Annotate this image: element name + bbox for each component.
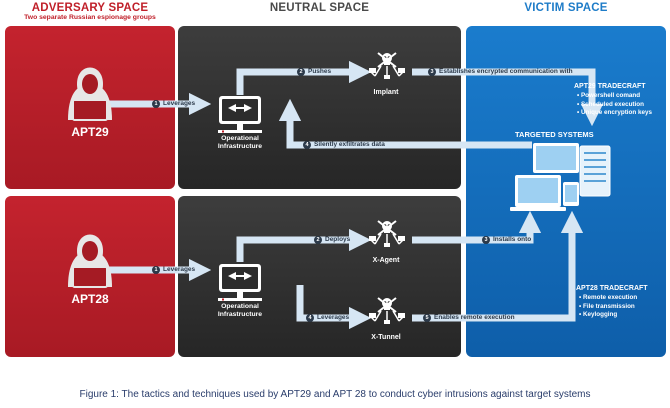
apt28-label: APT28 bbox=[71, 292, 109, 306]
step-number: 2 bbox=[299, 69, 303, 75]
step-number: 5 bbox=[425, 315, 429, 321]
step4-bottom-label: Leverages bbox=[317, 314, 350, 321]
step-number: 3 bbox=[484, 237, 488, 243]
step-number: 1 bbox=[154, 267, 158, 273]
neutral-space-header: NEUTRAL SPACE bbox=[269, 2, 370, 14]
targeted-systems-icon bbox=[510, 143, 611, 211]
tradecraft-item: Scheduled execution bbox=[577, 101, 652, 110]
figure-caption: Figure 1: The tactics and techniques use… bbox=[79, 389, 591, 400]
step-number: 2 bbox=[316, 237, 320, 243]
apt29-label: APT29 bbox=[71, 125, 109, 139]
operational-infrastructure-bottom-icon bbox=[217, 263, 263, 302]
arrow-top-pushes bbox=[236, 60, 372, 95]
step-number: 3 bbox=[430, 69, 434, 75]
infrastructure-top-label: Operational Infrastructure bbox=[217, 135, 263, 150]
tradecraft-item: Keylogging bbox=[579, 311, 637, 320]
step3-bottom-label: Installs onto bbox=[493, 236, 532, 243]
arrow-top-establishes bbox=[412, 68, 604, 127]
step-number: 1 bbox=[154, 101, 158, 107]
x-tunnel-label: X-Tunnel bbox=[371, 334, 401, 341]
targeted-systems-label: TARGETED SYSTEMS bbox=[515, 130, 594, 139]
x-agent-skull-icon bbox=[368, 220, 406, 248]
arrow-top-exfiltrates bbox=[278, 98, 532, 149]
step-number: 4 bbox=[305, 142, 309, 148]
step2-top-label: Pushes bbox=[308, 68, 332, 75]
apt29-tradecraft-title: APT29 TRADECRAFT bbox=[574, 83, 646, 90]
step1-top-label: Leverages bbox=[163, 100, 196, 107]
implant-label: Implant bbox=[373, 89, 399, 96]
tradecraft-item: File transmission bbox=[579, 303, 637, 312]
hacker-apt28-icon bbox=[67, 233, 113, 288]
step3-top-label: Establishes encrypted communication with bbox=[439, 68, 573, 75]
apt28-tradecraft-title: APT28 TRADECRAFT bbox=[576, 285, 648, 292]
hacker-apt29-icon bbox=[67, 66, 113, 121]
step4-top-label: Silently exfiltrates data bbox=[314, 141, 385, 148]
tradecraft-item: Unique encryption keys bbox=[577, 109, 652, 118]
apt29-tradecraft-list: Powershell comand Scheduled execution Un… bbox=[577, 92, 652, 118]
operational-infrastructure-top-icon bbox=[217, 95, 263, 134]
arrow-bottom-leverages-tunnel bbox=[296, 285, 372, 330]
step2-bottom-label: Deploys bbox=[325, 236, 351, 243]
x-tunnel-skull-icon bbox=[368, 297, 406, 325]
step-number: 4 bbox=[308, 315, 312, 321]
step5-bottom-label: Enables remote execution bbox=[434, 314, 515, 321]
adversary-space-subtitle: Two separate Russian espionage groups bbox=[24, 14, 156, 21]
infrastructure-bottom-label: Operational Infrastructure bbox=[217, 303, 263, 318]
arrow-bottom-installs bbox=[412, 210, 542, 244]
implant-skull-icon bbox=[368, 52, 406, 80]
x-agent-label: X-Agent bbox=[372, 257, 400, 264]
arrow-bottom-remote-exec bbox=[412, 210, 584, 322]
adversary-space-header: ADVERSARY SPACE bbox=[31, 2, 149, 14]
arrow-bottom-deploys bbox=[236, 228, 372, 262]
victim-space-header: VICTIM SPACE bbox=[524, 2, 608, 14]
tradecraft-item: Powershell comand bbox=[577, 92, 652, 101]
apt28-tradecraft-list: Remote execution File transmission Keylo… bbox=[579, 294, 637, 320]
step1-bottom-label: Leverages bbox=[163, 266, 196, 273]
tradecraft-item: Remote execution bbox=[579, 294, 637, 303]
